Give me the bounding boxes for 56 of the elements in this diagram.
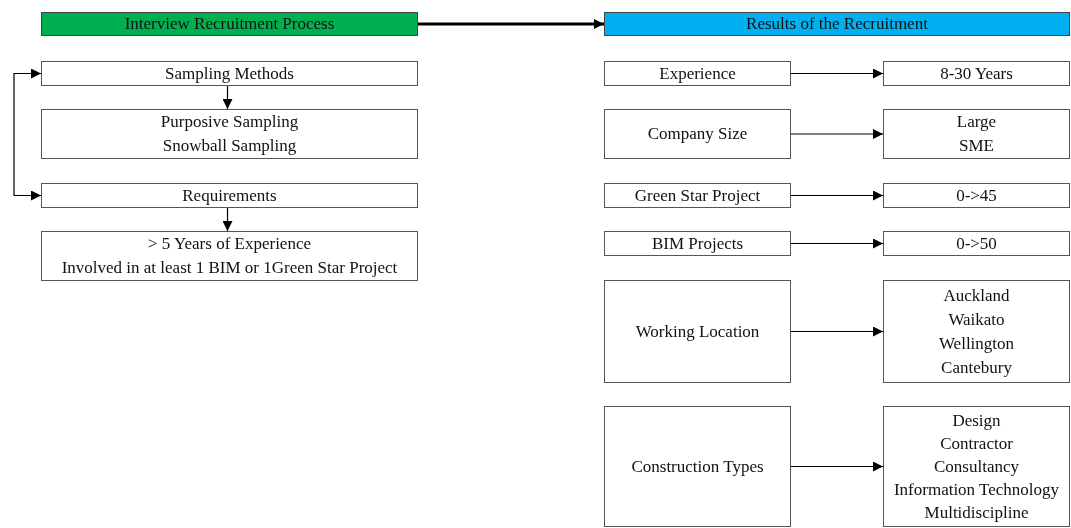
box-text: Experience: [659, 62, 736, 85]
box-text: Wellington: [938, 332, 1015, 355]
box-text: Information Technology: [893, 479, 1060, 501]
process-box: [41, 61, 418, 86]
box-text: Working Location: [635, 320, 760, 343]
box-text: Construction Types: [631, 455, 764, 478]
process-box: [883, 183, 1070, 208]
process-box: [604, 109, 791, 159]
box-text: > 5 Years of Experience: [148, 233, 311, 255]
process-box: [883, 406, 1070, 527]
box-text: Interview Recruitment Process: [124, 13, 335, 35]
box-text: 0->50: [956, 232, 997, 255]
arrow: [790, 190, 884, 201]
arrow: [13, 68, 42, 201]
box-text: Design: [952, 410, 1001, 432]
process-box: [41, 109, 418, 159]
process-box: [604, 231, 791, 256]
process-box: [604, 280, 791, 383]
arrow: [790, 129, 884, 139]
box-text: 0->45: [956, 184, 997, 207]
box-text: Multidiscipline: [924, 502, 1029, 524]
process-box: [604, 61, 791, 86]
box-text: Requirements: [182, 184, 277, 207]
process-box: [41, 231, 418, 281]
box-text: Green Star Project: [634, 184, 761, 207]
box-text: Sampling Methods: [165, 62, 294, 85]
box-text: Consultancy: [934, 456, 1019, 478]
box-text: Purposive Sampling: [160, 111, 299, 133]
box-text: Snowball Sampling: [162, 135, 297, 157]
box-text: Results of the Recruitment: [746, 13, 928, 35]
box-text: BIM Projects: [651, 232, 744, 255]
header-bar: [41, 12, 418, 36]
box-text: Company Size: [647, 123, 748, 145]
process-box: [883, 61, 1070, 86]
arrow: [790, 68, 884, 79]
arrow: [222, 85, 233, 110]
process-box: [41, 183, 418, 208]
process-box: [604, 406, 791, 527]
header-bar: [604, 12, 1070, 36]
process-box: [883, 109, 1070, 159]
process-box: [604, 183, 791, 208]
process-box: [883, 231, 1070, 256]
arrow: [418, 19, 604, 29]
box-text: Large: [956, 111, 997, 133]
arrow: [222, 207, 233, 232]
process-box: [883, 280, 1070, 383]
box-text: 8-30 Years: [940, 62, 1013, 85]
box-text: Waikato: [948, 308, 1005, 331]
box-text: Cantebury: [941, 356, 1012, 379]
box-text: SME: [959, 135, 994, 157]
box-text: Involved in at least 1 BIM or 1Green Star Project: [61, 257, 398, 279]
box-text: Auckland: [943, 284, 1010, 307]
arrow: [790, 326, 884, 337]
box-text: Contractor: [940, 433, 1013, 455]
arrow: [790, 461, 884, 472]
arrow: [790, 238, 884, 249]
